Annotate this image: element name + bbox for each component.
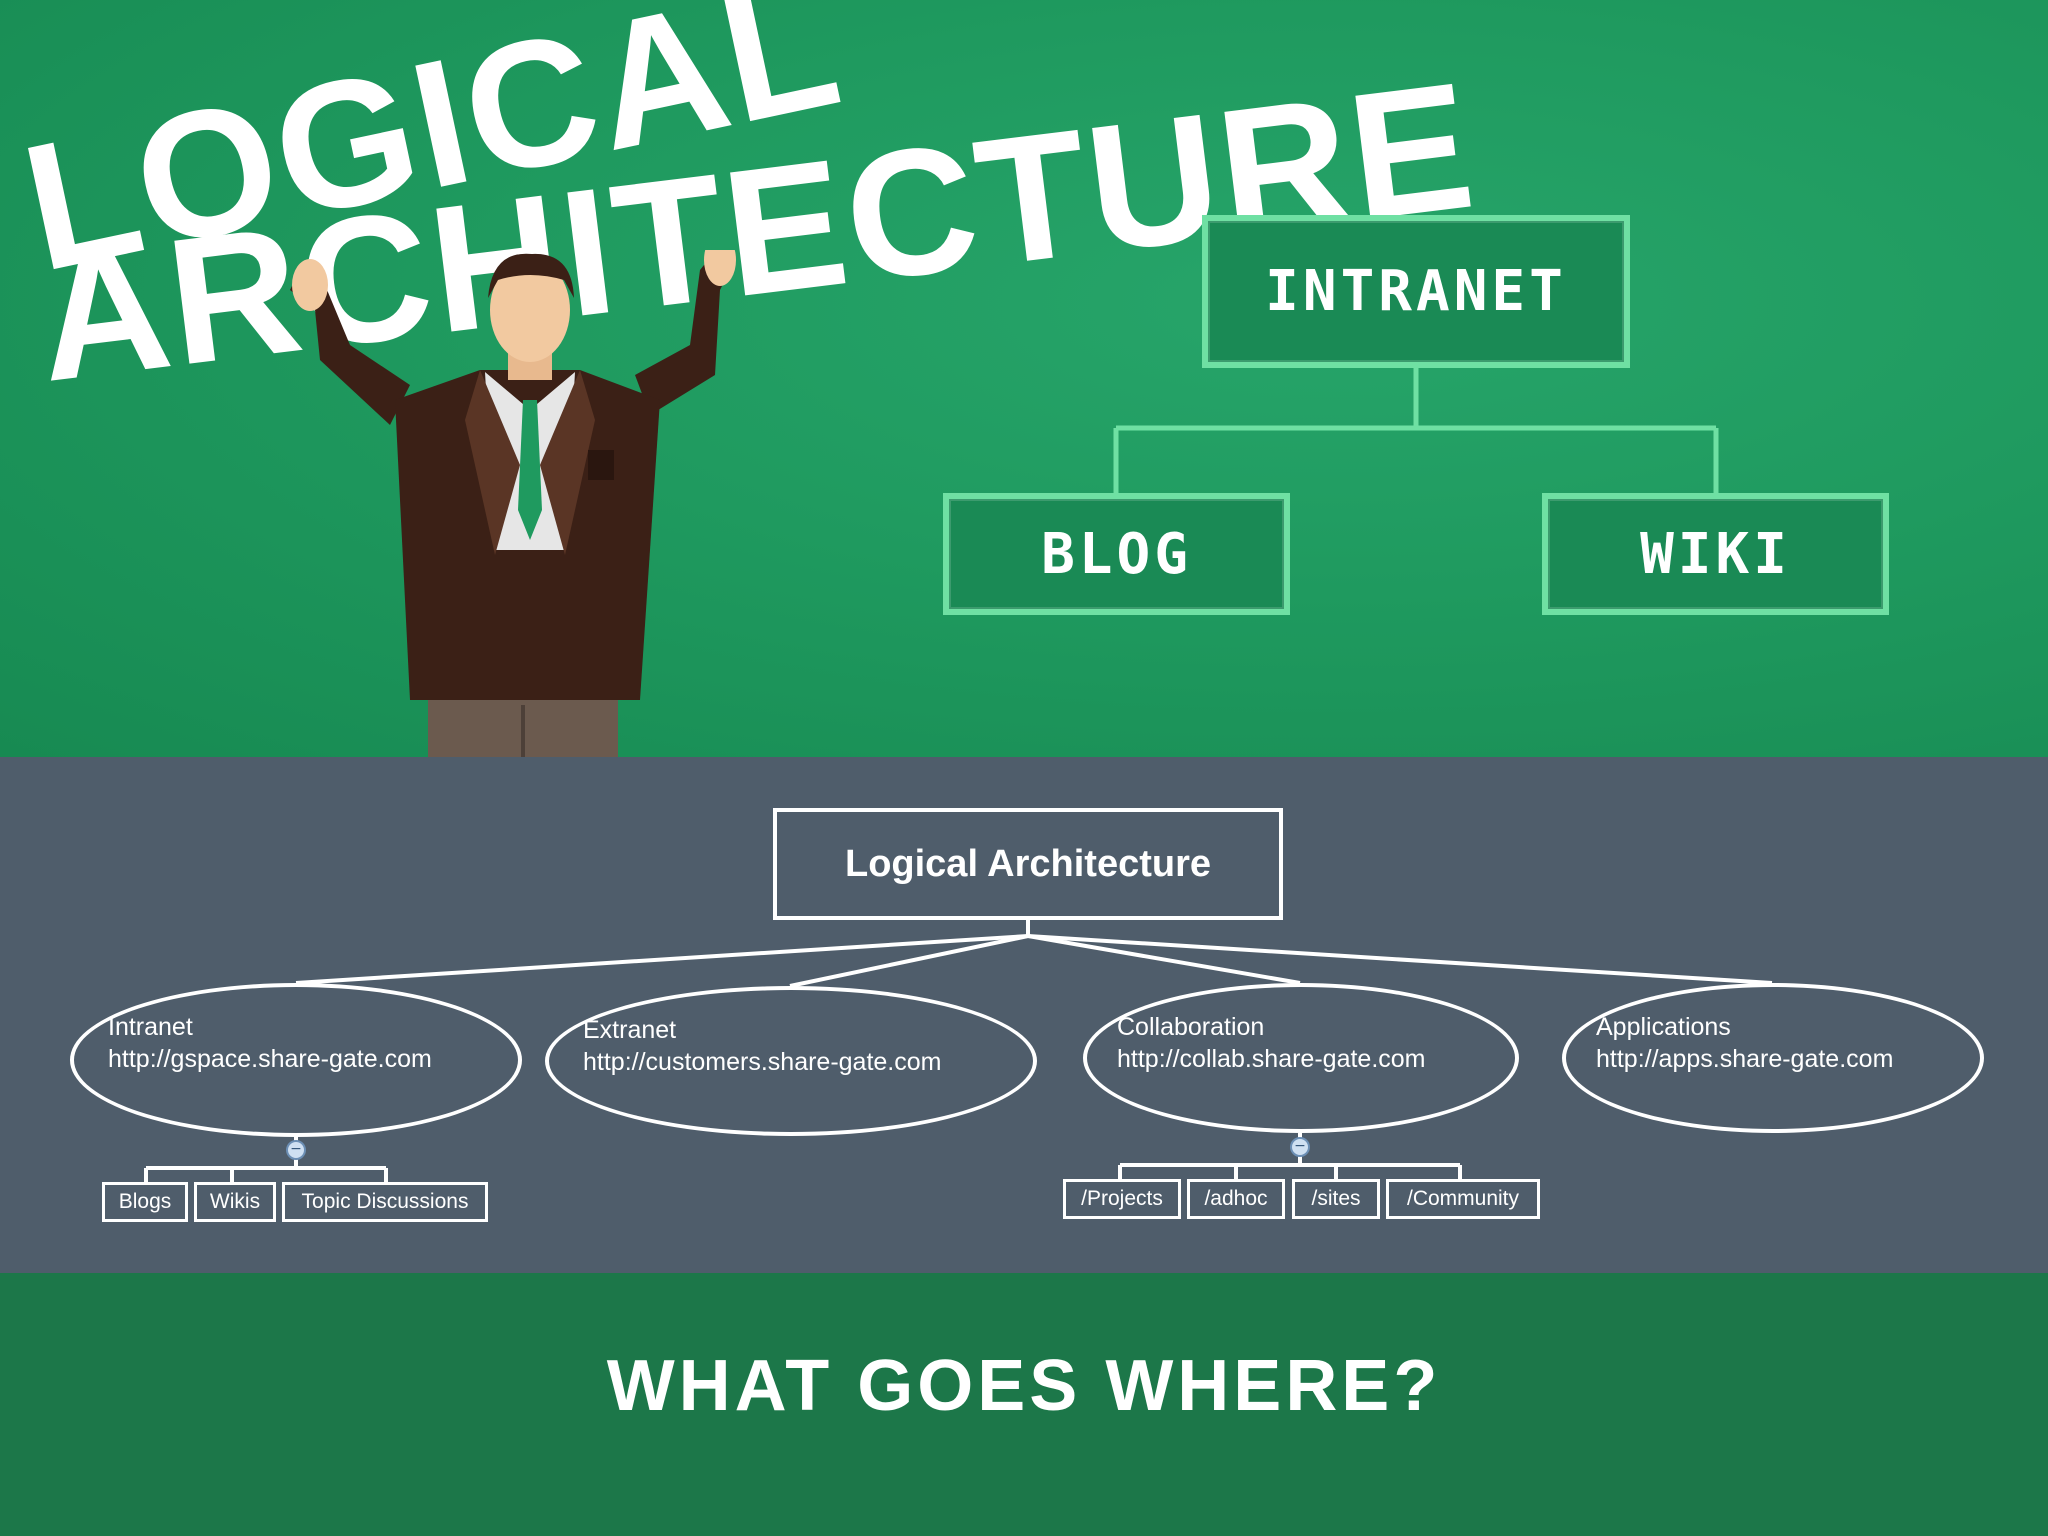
- collapse-toggle-intranet[interactable]: −: [286, 1140, 306, 1160]
- child-box-wikis: Wikis: [194, 1182, 276, 1222]
- businessman-illustration: [290, 250, 736, 757]
- node-intranet-name: Intranet: [108, 1013, 193, 1041]
- child-box-sites: /sites: [1292, 1179, 1380, 1219]
- node-intranet: Intranet http://gspace.share-gate.com: [70, 983, 522, 1137]
- child-box-projects: /Projects: [1063, 1179, 1181, 1219]
- child-box-adhoc: /adhoc: [1187, 1179, 1285, 1219]
- node-applications-url: http://apps.share-gate.com: [1596, 1045, 1894, 1073]
- chalk-box-right: WIKI: [1542, 493, 1889, 615]
- chalk-box-root: INTRANET: [1202, 215, 1630, 368]
- child-box-blogs: Blogs: [102, 1182, 188, 1222]
- chalk-box-right-label: WIKI: [1640, 521, 1791, 587]
- child-box-topic-discussions: Topic Discussions: [282, 1182, 488, 1222]
- node-collaboration-url: http://collab.share-gate.com: [1117, 1045, 1426, 1073]
- chalk-box-root-label: INTRANET: [1265, 259, 1567, 324]
- node-intranet-url: http://gspace.share-gate.com: [108, 1045, 432, 1073]
- node-collaboration-name: Collaboration: [1117, 1013, 1265, 1041]
- collapse-toggle-collaboration[interactable]: −: [1290, 1137, 1310, 1157]
- chalk-box-left-label: BLOG: [1041, 521, 1192, 587]
- node-collaboration: Collaboration http://collab.share-gate.c…: [1083, 983, 1519, 1133]
- caption-text: WHAT GOES WHERE?: [606, 1346, 1442, 1426]
- caption-band: [0, 1273, 2048, 1536]
- hero-banner: LOGICAL ARCHITECTURE INTRANET BLOG WIKI: [0, 0, 2048, 757]
- node-extranet-name: Extranet: [583, 1016, 677, 1044]
- node-applications-name: Applications: [1596, 1013, 1731, 1041]
- node-extranet: Extranet http://customers.share-gate.com: [545, 986, 1037, 1136]
- child-box-community: /Community: [1386, 1179, 1540, 1219]
- node-extranet-url: http://customers.share-gate.com: [583, 1048, 942, 1076]
- diagram-root-box: Logical Architecture: [773, 808, 1283, 920]
- chalk-connectors: [1113, 368, 1719, 493]
- chalk-box-left: BLOG: [943, 493, 1290, 615]
- node-applications: Applications http://apps.share-gate.com: [1562, 983, 1984, 1133]
